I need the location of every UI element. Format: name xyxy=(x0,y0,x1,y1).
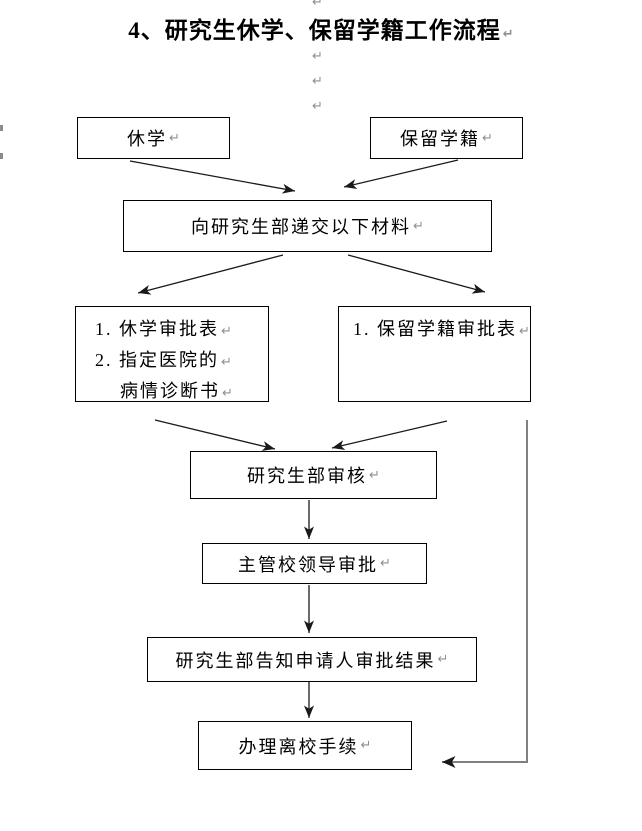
arrow-submit-to-materials-right xyxy=(347,254,486,294)
feedback-line-right-to-leave xyxy=(442,420,528,768)
node-review-label: 研究生部审核 xyxy=(247,466,368,486)
material-item: 1. 休学审批表↵ xyxy=(95,315,268,346)
node-xiuxue: 休学↵ xyxy=(77,117,230,159)
node-baoliu: 保留学籍↵ xyxy=(370,117,523,159)
material-item-text: 病情诊断书 xyxy=(120,381,220,401)
page-title-text: 4、研究生休学、保留学籍工作流程 xyxy=(128,18,501,43)
arrow-materials-right-to-review xyxy=(331,420,448,451)
node-notify-result: 研究生部告知申请人审批结果↵ xyxy=(147,637,477,682)
arrow-baoliu-to-submit xyxy=(343,159,459,189)
node-materials-baoliu: 1. 保留学籍审批表↵ xyxy=(338,306,531,402)
paragraph-mark-icon: ↵ xyxy=(360,738,372,753)
node-submit-materials: 向研究生部递交以下材料↵ xyxy=(123,200,492,252)
arrow-xiuxue-to-submit xyxy=(129,160,296,194)
paragraph-mark-icon: ↵ xyxy=(502,27,514,42)
paragraph-mark-icon: ↵ xyxy=(437,652,449,667)
node-leader-approval: 主管校领导审批↵ xyxy=(202,543,427,584)
paragraph-mark-icon: ↵ xyxy=(312,49,323,64)
arrow-submit-to-materials-left xyxy=(137,254,284,295)
paragraph-mark-icon: ↵ xyxy=(312,74,323,89)
material-item: 1. 保留学籍审批表↵ xyxy=(353,315,530,346)
node-materials-xiuxue: 1. 休学审批表↵ 2. 指定医院的↵ 病情诊断书↵ xyxy=(75,306,269,402)
paragraph-mark-icon: ↵ xyxy=(312,99,323,114)
paragraph-mark-icon: ↵ xyxy=(221,324,232,339)
page-title: 4、研究生休学、保留学籍工作流程↵ xyxy=(0,11,642,45)
paragraph-mark-icon: ↵ xyxy=(222,386,233,401)
clipped-paragraph-mark xyxy=(0,153,3,159)
paragraph-mark-icon: ↵ xyxy=(169,130,180,146)
paragraph-mark-icon: ↵ xyxy=(482,130,493,146)
node-submit-materials-label: 向研究生部递交以下材料 xyxy=(191,217,412,237)
node-baoliu-label: 保留学籍 xyxy=(400,129,481,149)
node-leave-procedures-label: 办理离校手续 xyxy=(238,736,359,757)
node-leave-procedures: 办理离校手续↵ xyxy=(198,721,412,770)
arrow-materials-left-to-review xyxy=(154,419,276,451)
material-item-text: 1. 休学审批表 xyxy=(95,319,219,339)
paragraph-mark-icon: ↵ xyxy=(519,324,530,339)
paragraph-mark-icon: ↵ xyxy=(312,0,323,10)
material-item-text: 2. 指定医院的 xyxy=(95,350,219,370)
node-notify-result-label: 研究生部告知申请人审批结果 xyxy=(175,650,436,671)
paragraph-mark-icon: ↵ xyxy=(369,467,380,483)
paragraph-mark-icon: ↵ xyxy=(380,556,391,571)
material-item: 2. 指定医院的↵ xyxy=(95,346,268,377)
paragraph-mark-icon: ↵ xyxy=(413,218,424,234)
node-leader-approval-label: 主管校领导审批 xyxy=(238,554,379,575)
material-item-text: 1. 保留学籍审批表 xyxy=(353,319,517,339)
paragraph-mark-icon: ↵ xyxy=(221,355,232,370)
node-xiuxue-label: 休学 xyxy=(127,129,168,149)
material-item: 病情诊断书↵ xyxy=(120,377,268,408)
clipped-paragraph-mark xyxy=(0,125,3,131)
node-review: 研究生部审核↵ xyxy=(190,451,437,499)
